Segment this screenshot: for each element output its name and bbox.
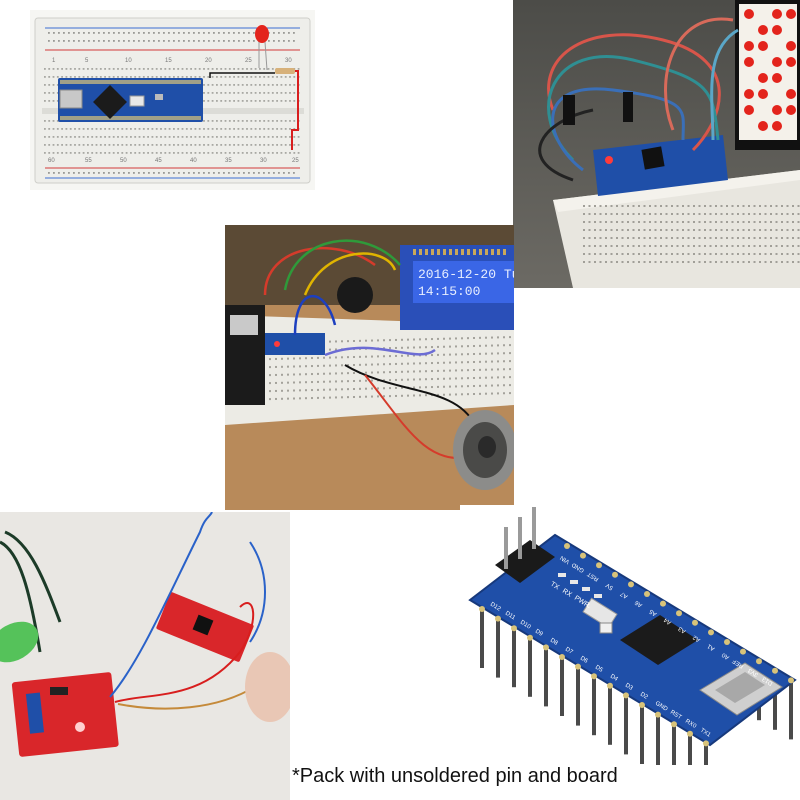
led-matrix [735, 0, 800, 150]
speaker [453, 410, 514, 490]
lcd-line-1: 2016-12-20 Tu [418, 267, 514, 282]
icsp-header [495, 507, 555, 583]
pin-label: 3V3 [747, 666, 760, 677]
pin-label: D5 [594, 665, 604, 675]
breadboard-nano-led-photo: 1 5 10 15 20 25 30 60 55 50 45 40 35 30 … [30, 10, 315, 190]
pin-label: REF [731, 657, 745, 669]
caption-text: *Pack with unsoldered pin and board [292, 765, 618, 787]
pin-label: RST [669, 710, 683, 722]
reset-button [599, 622, 613, 634]
pin-label: D8 [549, 638, 559, 648]
pin-label: TX1 [699, 728, 712, 739]
red-controller-board [156, 592, 254, 662]
bb-num: 30 [260, 158, 267, 164]
buzzer [337, 277, 373, 313]
pin-label: A5 [648, 607, 658, 616]
arduino-nano-board [265, 333, 325, 355]
pin-label: A2 [692, 633, 702, 642]
bb-num: 50 [120, 158, 127, 164]
pin-label: D11 [504, 611, 517, 622]
mini-usb-port [699, 662, 783, 716]
bb-num: 25 [292, 158, 299, 164]
pin-label: A4 [663, 616, 673, 625]
lcd-module: 2016-12-20 Tu 14:15:00 [400, 245, 514, 330]
pin-label: D6 [579, 656, 589, 666]
pin-label: 5V [605, 582, 614, 591]
pin-label: D9 [534, 629, 544, 639]
bb-num: 10 [125, 58, 132, 64]
pin-label: RST [586, 570, 600, 582]
pin-label: D3 [624, 683, 634, 693]
bb-num: 1 [52, 58, 56, 64]
bb-num: 15 [165, 58, 172, 64]
pin-label: A1 [706, 642, 716, 651]
pin-label: D10 [519, 620, 532, 631]
pin-label: D4 [609, 674, 619, 684]
led-label-tx: TX [549, 581, 561, 592]
bb-num: 35 [225, 158, 232, 164]
arduino-nano-board [58, 78, 203, 122]
pin-label: A3 [677, 625, 687, 634]
pin-label: RX0 [684, 719, 698, 731]
resistor [275, 68, 295, 74]
bb-num: 25 [245, 58, 252, 64]
pin-label: D13 [761, 675, 774, 686]
bb-num: 40 [190, 158, 197, 164]
pin-label: A0 [721, 651, 731, 660]
red-led [255, 25, 269, 71]
pin-label: VIN [559, 554, 571, 564]
red-sensor-module [11, 672, 119, 757]
bb-num: 55 [85, 158, 92, 164]
crystal [582, 597, 618, 629]
microcontroller-chip [620, 615, 698, 665]
bb-num: 20 [205, 58, 212, 64]
led-label-l: L [585, 602, 592, 610]
led-label-rx: RX [561, 588, 573, 599]
red-sensor-board-photo [0, 512, 290, 800]
bb-num: 60 [48, 158, 55, 164]
bb-num: 45 [155, 158, 162, 164]
lcd-clock-photo: 2016-12-20 Tu 14:15:00 [225, 225, 514, 510]
pin-label: A7 [619, 590, 629, 599]
bb-num: 5 [85, 58, 89, 64]
lcd-line-2: 14:15:00 [418, 284, 480, 299]
pin-label: A6 [634, 599, 644, 608]
bb-num: 30 [285, 58, 292, 64]
pin-label: D2 [639, 692, 649, 702]
led-matrix-photo [513, 0, 800, 288]
pin-label: D12 [489, 602, 502, 613]
pin-label: D7 [564, 647, 574, 657]
